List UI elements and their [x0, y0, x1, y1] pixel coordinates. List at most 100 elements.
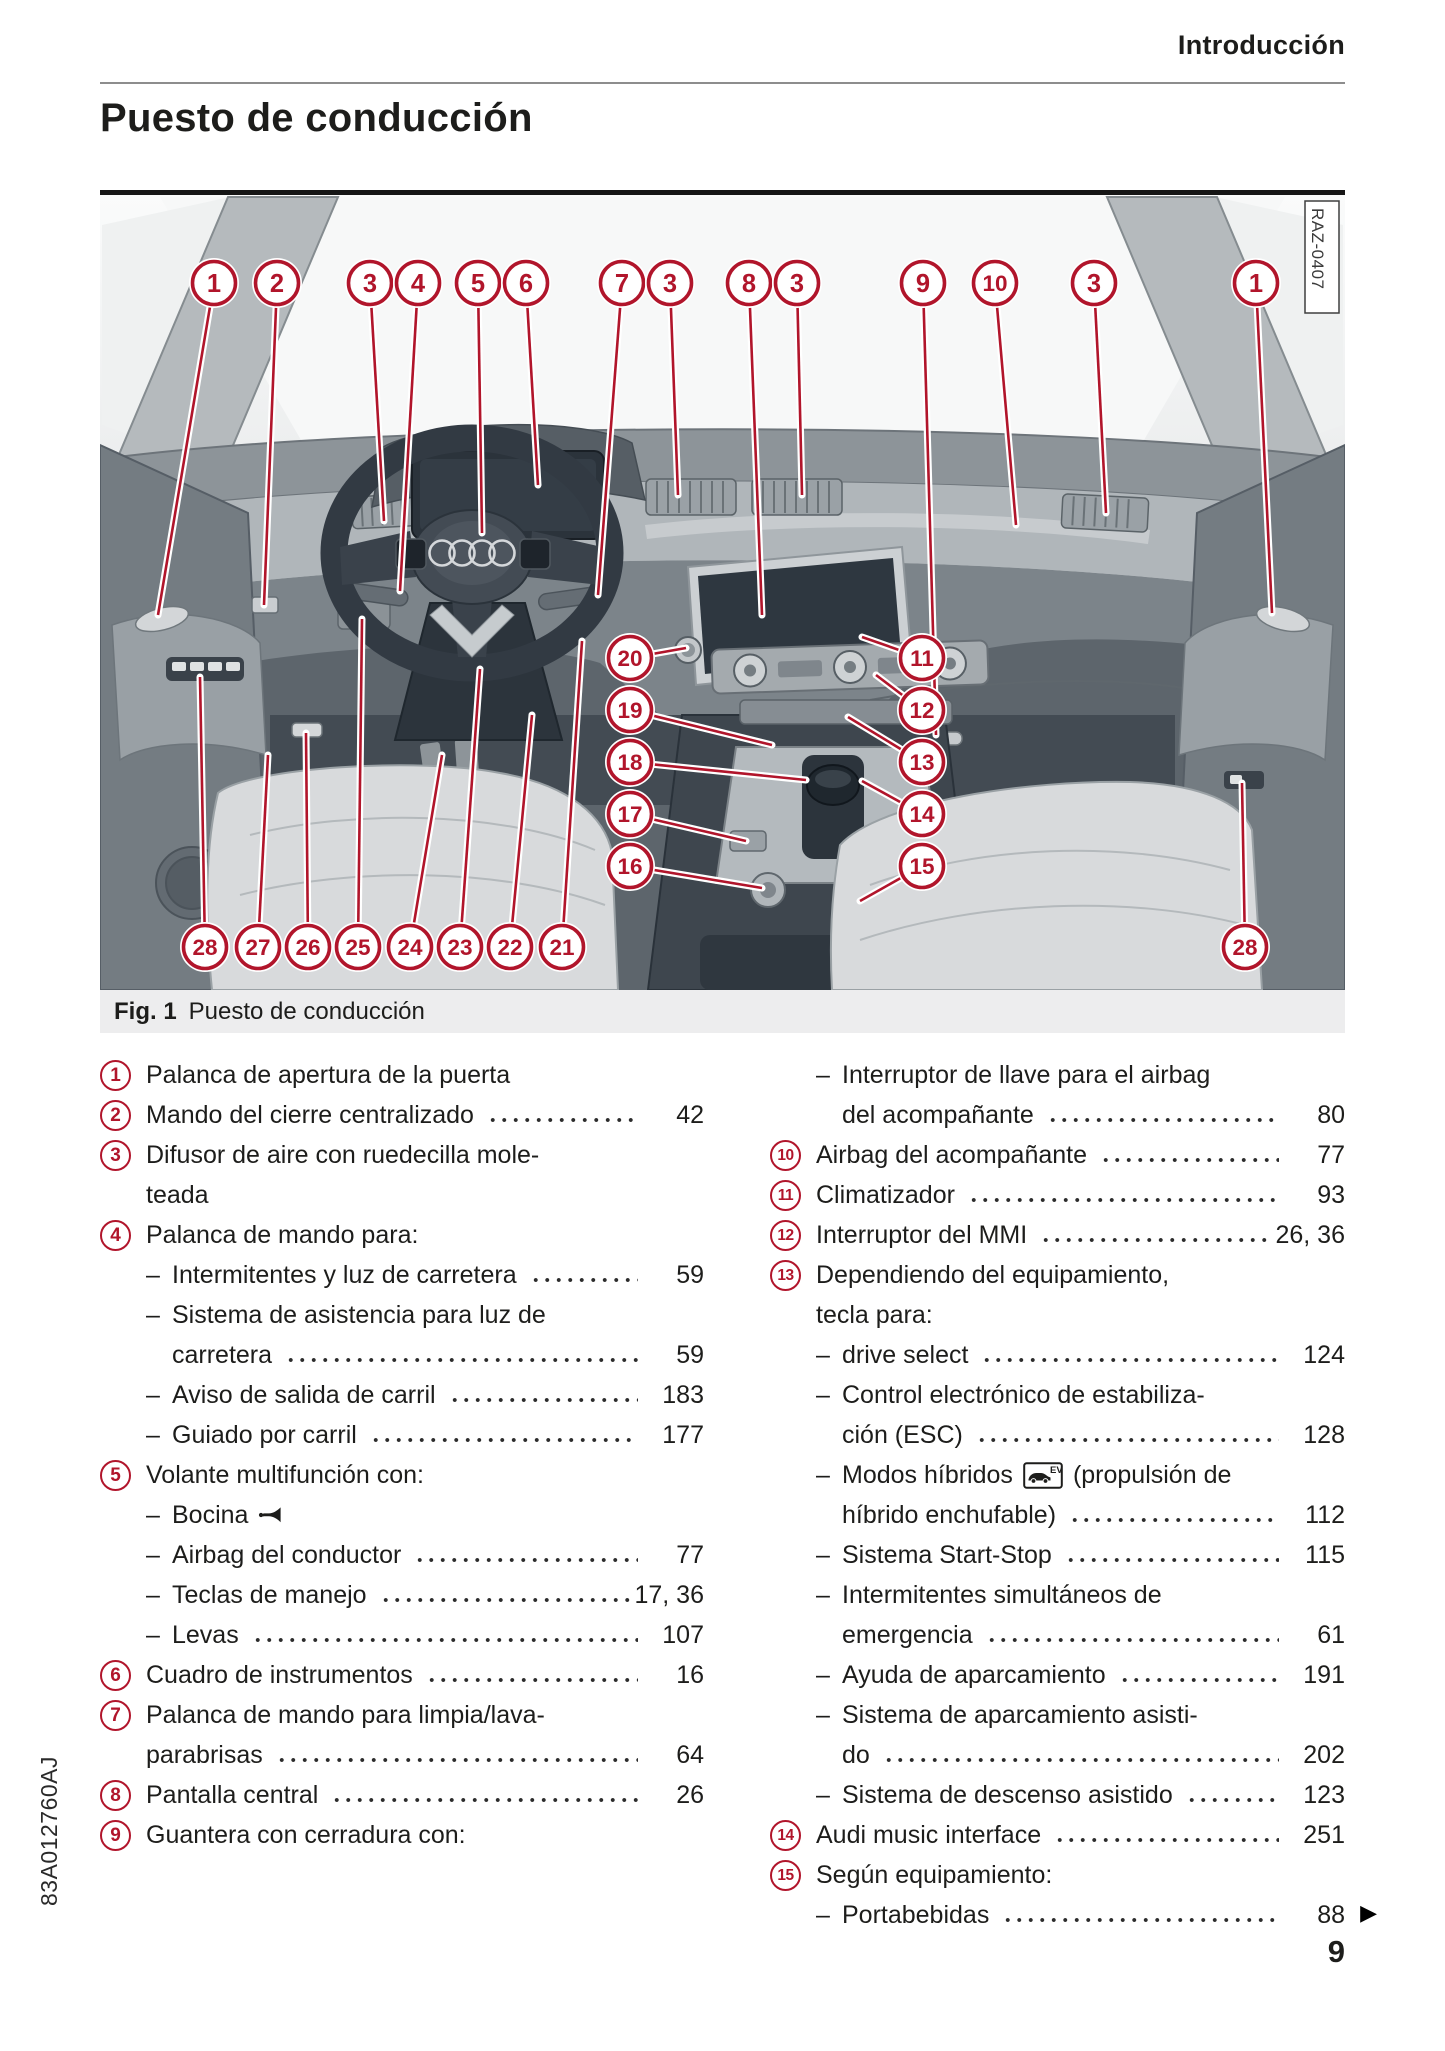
dash-bullet: –	[146, 1260, 160, 1289]
legend-text: Teclas de manejo	[172, 1580, 367, 1609]
legend-ref-15: 15	[770, 1859, 801, 1891]
page-ref: 123	[1303, 1780, 1345, 1809]
legend-text: Audi music interface	[816, 1820, 1042, 1849]
dot-leader	[282, 1335, 638, 1375]
callout-1: 1	[189, 258, 239, 308]
svg-text:10: 10	[982, 271, 1007, 296]
callout-6: 6	[501, 258, 551, 308]
dot-leader	[1097, 1135, 1279, 1175]
legend-line: –Control electrónico de estabiliza-	[770, 1375, 1345, 1415]
legend-line: –Sistema de aparcamiento asisti-	[770, 1695, 1345, 1735]
legend-ref-1: 1	[100, 1059, 131, 1091]
dash-bullet: –	[816, 1060, 830, 1089]
dot-leader	[483, 1095, 638, 1135]
page-ref: 26	[676, 1780, 704, 1809]
page-ref: 59	[676, 1260, 704, 1289]
page-ref: 26, 36	[1275, 1220, 1345, 1249]
legend-text: Intermitentes y luz de carretera	[172, 1260, 517, 1289]
page-ref: 202	[1303, 1740, 1345, 1769]
legend-line: 14 Audi music interface 251	[770, 1815, 1345, 1855]
legend-line: 5 Volante multifunción con:	[100, 1455, 704, 1495]
legend-text: drive select	[842, 1340, 969, 1369]
dash-bullet: –	[146, 1620, 160, 1649]
page-ref: 61	[1317, 1620, 1345, 1649]
legend-ref-4: 4	[100, 1219, 131, 1251]
svg-text:24: 24	[397, 935, 423, 960]
page-ref: 183	[662, 1380, 704, 1409]
callout-11: 11	[897, 633, 947, 683]
svg-text:1: 1	[207, 270, 221, 298]
callout-28: 28	[1220, 922, 1270, 972]
dot-leader	[1061, 1535, 1279, 1575]
callout-18: 18	[605, 737, 655, 787]
callout-23: 23	[435, 922, 485, 972]
dot-leader	[376, 1575, 633, 1615]
legend-ref-12: 12	[770, 1219, 801, 1251]
callout-25: 25	[333, 922, 383, 972]
dash-bullet: –	[816, 1460, 830, 1489]
dash-bullet: –	[146, 1500, 160, 1529]
dash-bullet: –	[816, 1660, 830, 1689]
legend-ref-9: 9	[100, 1819, 131, 1851]
legend-line: 4 Palanca de mando para:	[100, 1215, 704, 1255]
legend-ref-11: 11	[770, 1179, 801, 1211]
dot-leader	[526, 1255, 638, 1295]
page-ref: 177	[662, 1420, 704, 1449]
svg-text:13: 13	[909, 750, 934, 775]
dot-leader	[982, 1615, 1279, 1655]
legend-text: do	[842, 1740, 870, 1769]
horn-icon	[258, 1506, 284, 1525]
legend-text: Sistema Start-Stop	[842, 1540, 1052, 1569]
legend-text: carretera	[172, 1340, 273, 1369]
legend-line: do 202	[770, 1735, 1345, 1775]
callout-8: 8	[724, 258, 774, 308]
legend-text: (propulsión de	[1072, 1460, 1232, 1489]
svg-text:17: 17	[617, 802, 642, 827]
legend-text: Interruptor de llave para el airbag	[842, 1060, 1211, 1089]
svg-text:3: 3	[663, 270, 677, 298]
svg-text:3: 3	[1087, 270, 1101, 298]
legend-text: Palanca de mando para:	[146, 1220, 419, 1249]
callout-3: 3	[772, 258, 822, 308]
legend-line: teada	[100, 1175, 704, 1215]
legend-text: Guiado por carril	[172, 1420, 357, 1449]
svg-text:22: 22	[497, 935, 522, 960]
legend-text: Interruptor del MMI	[816, 1220, 1028, 1249]
dash-bullet: –	[146, 1300, 160, 1329]
callout-3: 3	[645, 258, 695, 308]
dot-leader	[248, 1615, 638, 1655]
figure-image-code: RAZ-0407	[1308, 208, 1327, 289]
dot-leader	[445, 1375, 638, 1415]
legend-ref-5: 5	[100, 1459, 131, 1491]
svg-text:1: 1	[1249, 270, 1263, 298]
page-ref: 93	[1317, 1180, 1345, 1209]
legend-text: Bocina	[172, 1500, 249, 1529]
svg-text:20: 20	[617, 646, 642, 671]
legend-ref-14: 14	[770, 1819, 801, 1851]
page-ref: 251	[1303, 1820, 1345, 1849]
page-ref: 17, 36	[634, 1580, 704, 1609]
callout-3: 3	[1069, 258, 1119, 308]
page-ref: 112	[1305, 1500, 1345, 1529]
svg-text:23: 23	[447, 935, 472, 960]
page-ref: 124	[1303, 1340, 1345, 1369]
legend-text: Volante multifunción con:	[146, 1460, 424, 1489]
callout-9: 9	[898, 258, 948, 308]
legend-text: Modos híbridos	[842, 1460, 1013, 1489]
svg-text:21: 21	[549, 935, 574, 960]
callout-13: 13	[897, 737, 947, 787]
dash-bullet: –	[816, 1900, 830, 1929]
